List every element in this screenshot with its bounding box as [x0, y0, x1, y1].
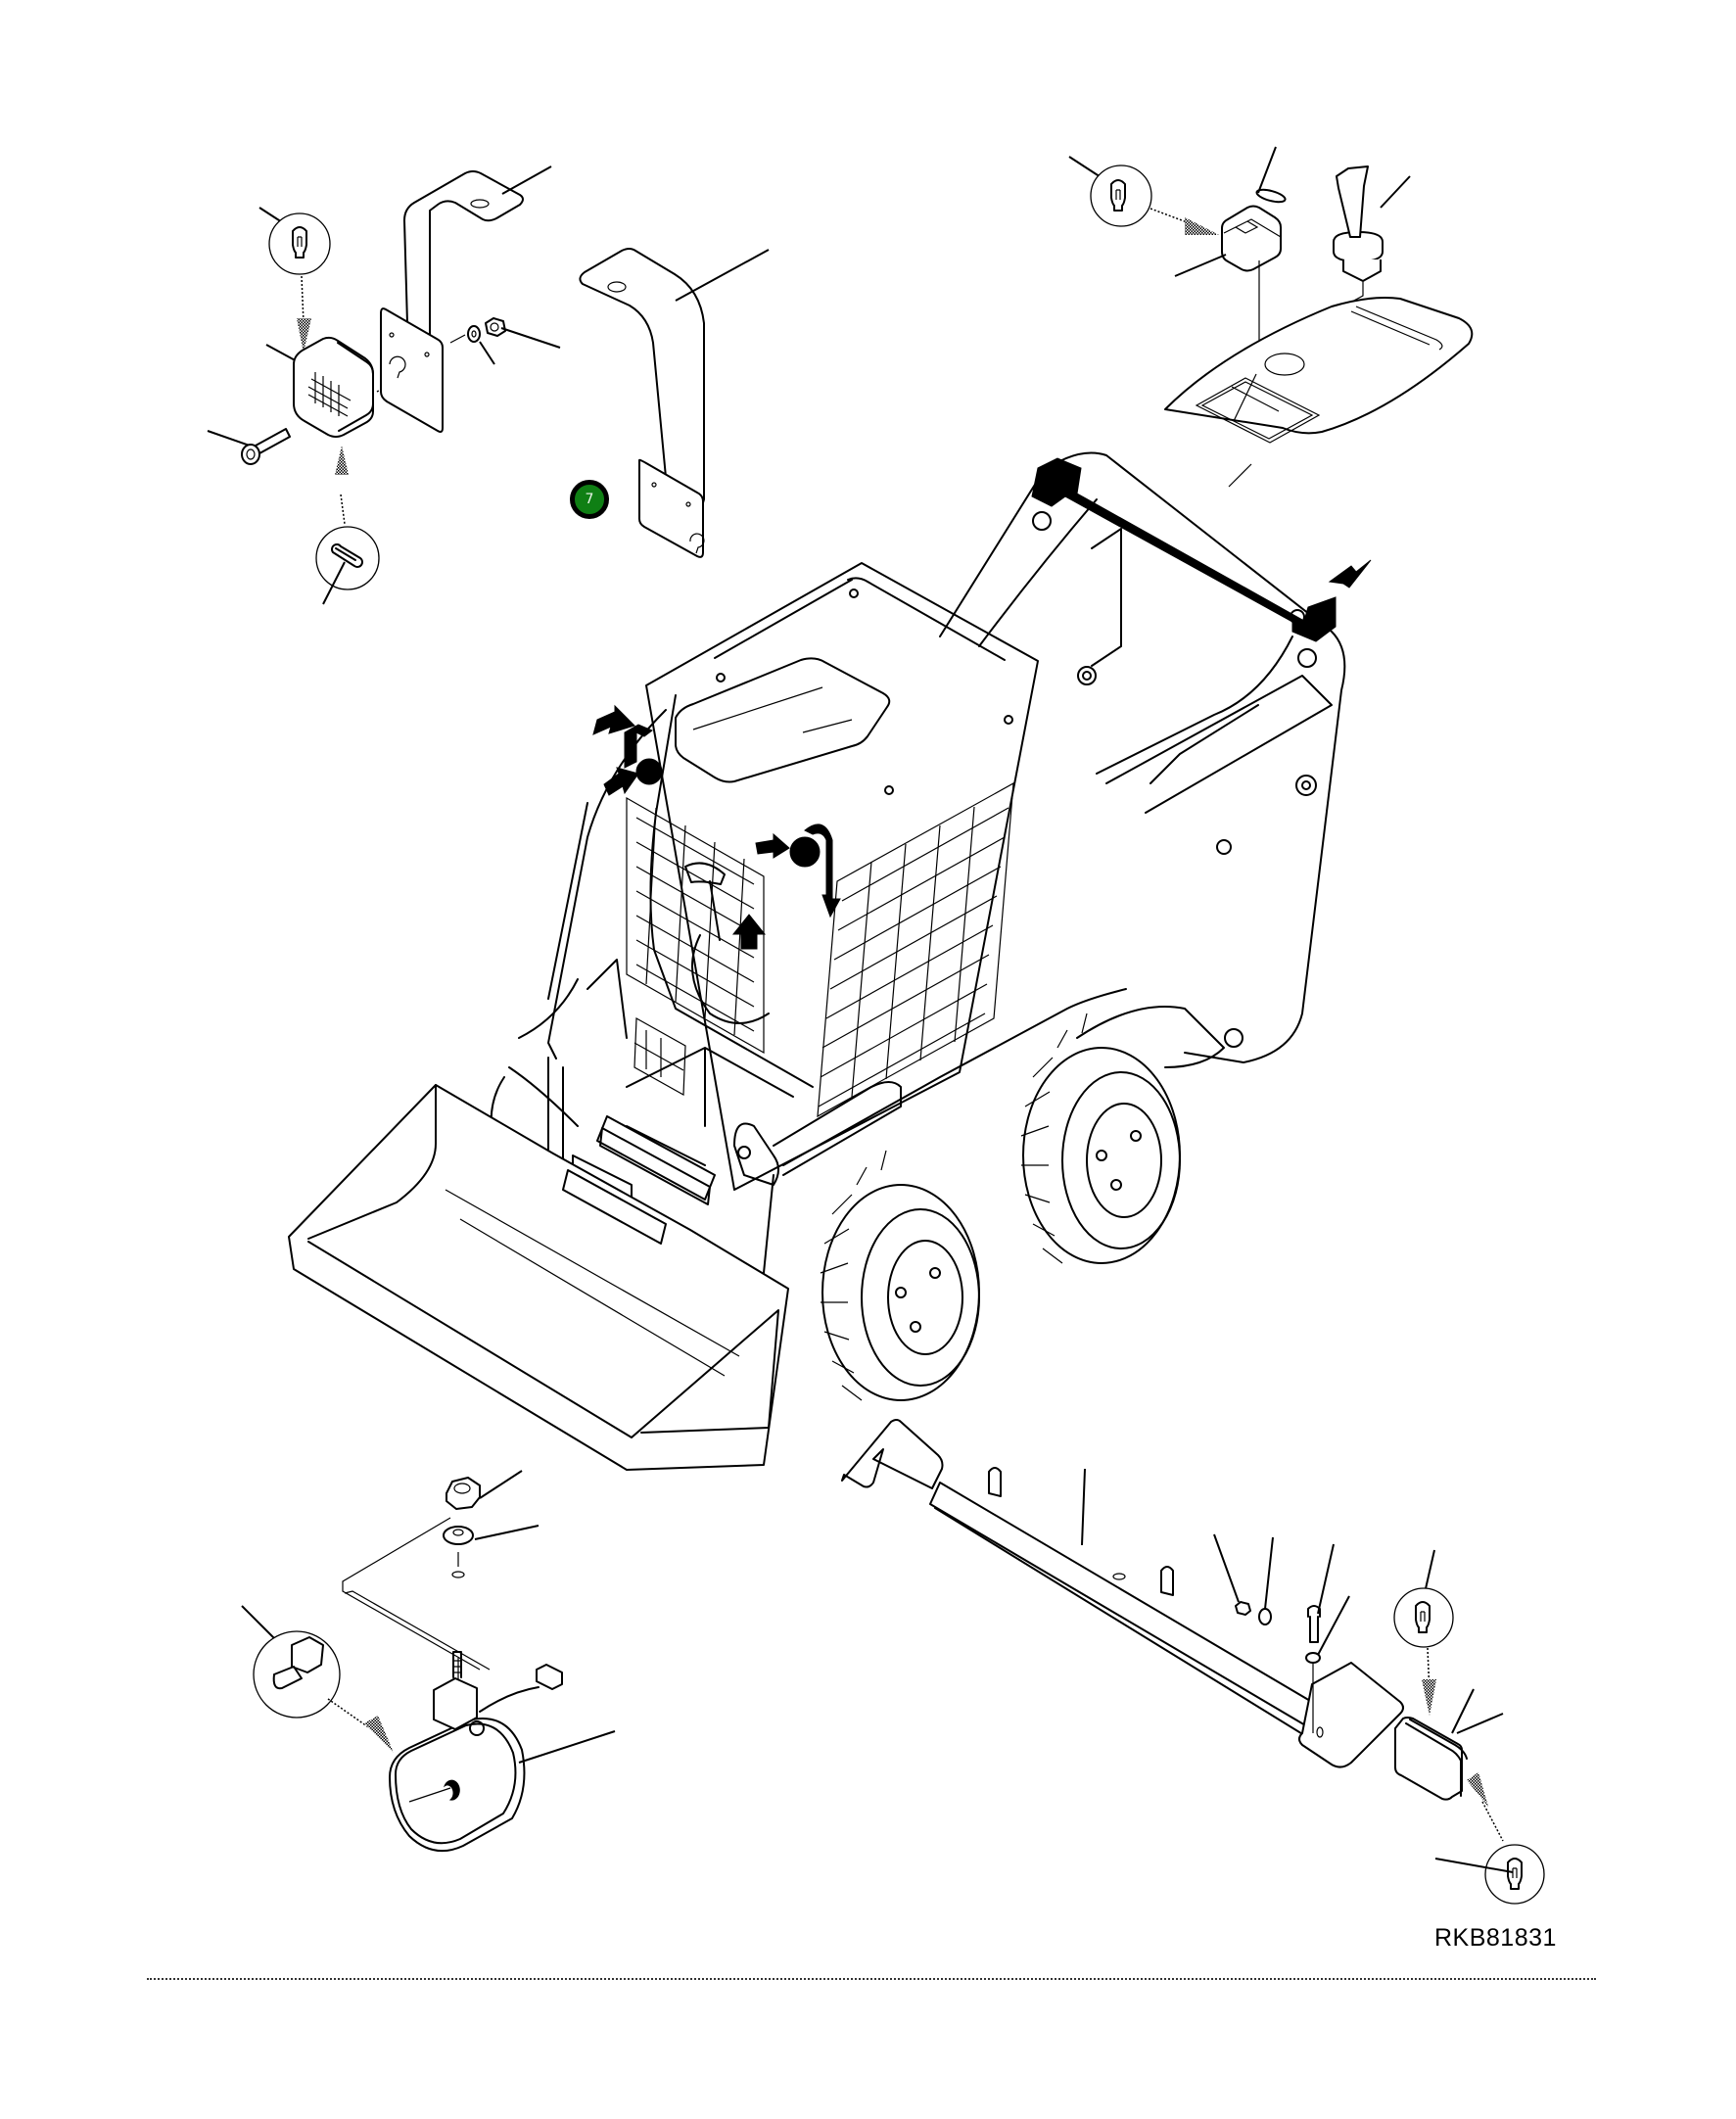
rear-work-light-assembly — [241, 1470, 616, 1853]
loader-machine — [288, 451, 1372, 1471]
rear-light-bar-assembly — [841, 1419, 1545, 1905]
cab-light-markers-icon — [592, 704, 841, 950]
hotspot-marker[interactable]: 7 — [570, 480, 609, 519]
switch-panel-assembly — [1068, 146, 1474, 488]
front-tire-icon — [820, 1150, 980, 1401]
bulb-callout-icon — [258, 207, 331, 353]
footer-divider — [147, 1978, 1596, 1980]
bucket-icon — [288, 1084, 789, 1471]
front-work-light-assembly — [207, 165, 561, 605]
rear-tire-icon — [1020, 1012, 1181, 1264]
screw-icon — [207, 428, 291, 465]
lamp-bracket-icon — [380, 165, 552, 433]
figure-id-label: RKB81831 — [1434, 1924, 1557, 1952]
socket-callout-icon — [315, 446, 380, 605]
washer-nut-icon — [467, 317, 561, 365]
hotspot-label: 7 — [585, 492, 594, 507]
right-light-bracket-icon — [579, 248, 770, 558]
